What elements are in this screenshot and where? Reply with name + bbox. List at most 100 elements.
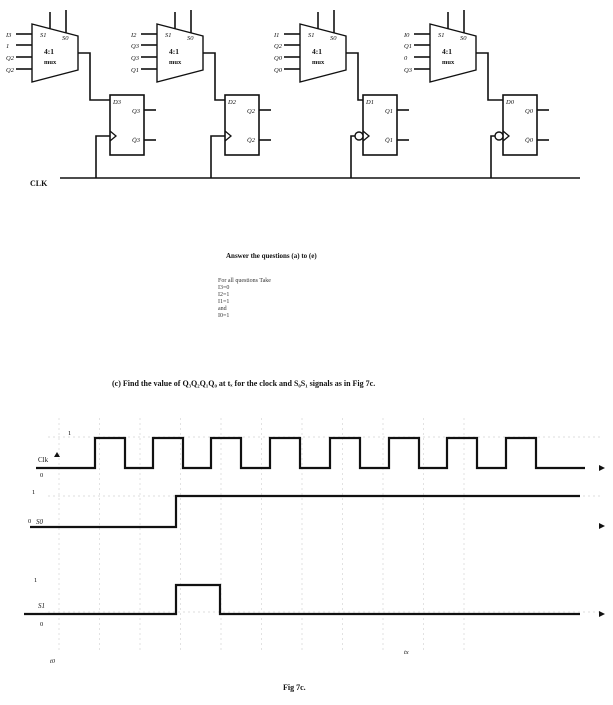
- mux-type-label: 4:1: [312, 47, 322, 56]
- figure-caption: Fig 7c.: [283, 683, 306, 692]
- answer-heading: Answer the questions (a) to (e): [226, 252, 317, 260]
- mux-select-label: S1: [165, 32, 172, 39]
- flip-flop-block: [224, 94, 260, 156]
- instruction-line: For all questions Take: [218, 278, 271, 284]
- s1-wave-label: S1: [38, 602, 45, 610]
- instructions-block: For all questions Take I3=0 I2=1 I1=1 an…: [218, 278, 271, 320]
- ff-clock-wire: [490, 135, 495, 178]
- instruction-line: I3=0: [218, 285, 230, 291]
- mux-block: [31, 23, 79, 83]
- clk-label: CLK: [30, 179, 48, 188]
- mux-output-wire: [203, 52, 225, 101]
- s0-low-value: 0: [28, 518, 31, 525]
- ff-d-label: D0: [505, 99, 515, 106]
- mux-input-label: Q1: [404, 43, 412, 50]
- ff-qbar-label: Q̄2: [247, 137, 256, 144]
- ff-clock-triangle: [502, 130, 511, 142]
- mux-select-label: S1: [438, 32, 445, 39]
- mux-input-label: Q3: [404, 67, 413, 74]
- clk-edge-arrow-icon: [54, 452, 60, 457]
- mux-block: [299, 23, 347, 83]
- question-c: (c) Find the value of Q₃Q₂Q₁Q₀ at tₓ for…: [112, 379, 375, 388]
- clk-high-value: 1: [68, 430, 71, 437]
- tx-marker: tx: [404, 649, 409, 656]
- s1-high-value: 1: [34, 577, 37, 584]
- mux-sub-label: mux: [442, 59, 455, 66]
- instruction-line: and: [218, 306, 227, 312]
- ff-qbar-label: Q̄1: [385, 137, 393, 144]
- ff-clock-triangle: [224, 130, 233, 142]
- mux-select-label: S0: [330, 35, 337, 42]
- instruction-line: I0=1: [218, 313, 230, 319]
- mux-select-label: S0: [187, 35, 194, 42]
- mux-input-label: 0: [404, 55, 408, 62]
- s1-waveform: [24, 583, 580, 616]
- ff-clock-wire: [350, 135, 355, 178]
- mux-select-label: S0: [460, 35, 467, 42]
- mux-select-label: S0: [62, 35, 69, 42]
- mux-sub-label: mux: [169, 59, 182, 66]
- flip-flop-block: [362, 94, 398, 156]
- s0-axis-arrowhead: [599, 523, 605, 529]
- mux-input-label: Q3: [131, 55, 140, 62]
- clk-axis-arrowhead: [599, 465, 605, 471]
- clk-waveform: [36, 436, 585, 470]
- mux-input-label: Q3: [131, 43, 140, 50]
- ff-d-label: D2: [227, 99, 237, 106]
- s0-waveform: [30, 494, 580, 529]
- ff-clock-triangle: [109, 130, 118, 142]
- ff-d-label: D1: [365, 99, 374, 106]
- mux-select-label: S1: [308, 32, 315, 39]
- mux-block: [429, 23, 477, 83]
- clk-wave-label: Clk: [38, 456, 49, 464]
- s0-high-value: 1: [32, 489, 35, 496]
- ff-q-label: Q0: [525, 108, 534, 115]
- ff-d-label: D3: [112, 99, 122, 106]
- ff-q-label: Q2: [247, 108, 256, 115]
- flip-flop-block: [502, 94, 538, 156]
- mux-input-label: 1: [6, 43, 9, 50]
- instruction-line: I1=1: [218, 299, 230, 305]
- mux-block: [156, 23, 204, 83]
- ff-q-label: Q1: [385, 108, 393, 115]
- ff-q-label: Q3: [132, 108, 141, 115]
- mux-sub-label: mux: [312, 59, 325, 66]
- mux-output-wire: [78, 52, 110, 101]
- mux-type-label: 4:1: [442, 47, 452, 56]
- mux-type-label: 4:1: [169, 47, 179, 56]
- clk-low-value: 0: [40, 472, 43, 479]
- mux-input-label: Q2: [274, 43, 283, 50]
- mux-input-label: Q1: [131, 67, 139, 74]
- s1-axis-arrowhead: [599, 611, 605, 617]
- clock-inversion-bubble: [494, 131, 504, 141]
- mux-input-label: I3: [5, 32, 12, 39]
- ff-clock-wire: [210, 135, 225, 178]
- mux-select-label: S1: [40, 32, 47, 39]
- mux-output-wire: [476, 52, 503, 101]
- clock-inversion-bubble: [354, 131, 364, 141]
- mux-input-label: Q0: [274, 67, 283, 74]
- mux-sub-label: mux: [44, 59, 57, 66]
- mux-input-label: Q2: [6, 55, 15, 62]
- mux-input-label: I1: [273, 32, 279, 39]
- ff-clock-triangle: [362, 130, 371, 142]
- mux-type-label: 4:1: [44, 47, 54, 56]
- mux-output-wire: [346, 52, 363, 101]
- mux-input-label: I0: [403, 32, 410, 39]
- s0-wave-label: S0: [36, 518, 44, 526]
- mux-input-label: Q2: [6, 67, 15, 74]
- t0-marker: t0: [50, 658, 56, 665]
- ff-qbar-label: Q̄0: [525, 137, 534, 144]
- flip-flop-block: [109, 94, 145, 156]
- mux-input-label: Q0: [274, 55, 283, 62]
- mux-input-label: I2: [130, 32, 137, 39]
- ff-clock-wire: [95, 135, 110, 178]
- instruction-line: I2=1: [218, 292, 230, 298]
- s1-low-value: 0: [40, 621, 43, 628]
